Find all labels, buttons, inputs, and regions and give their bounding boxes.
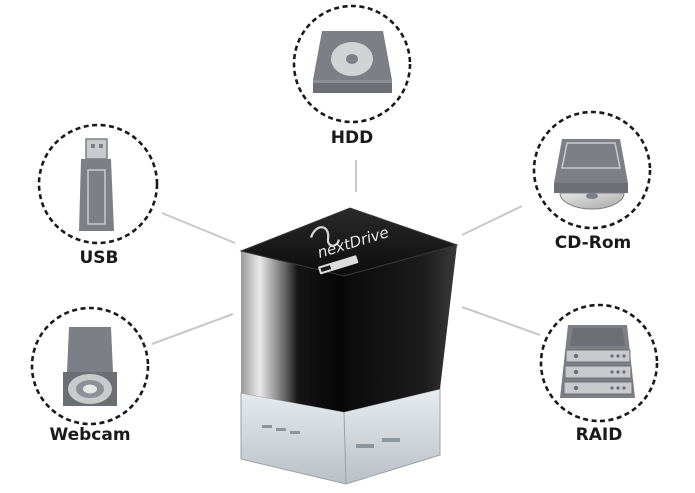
webcam-label: Webcam	[49, 425, 131, 445]
node-webcam	[30, 306, 150, 426]
hdd-label: HDD	[330, 128, 374, 148]
cd-rom-icon	[554, 139, 628, 210]
raid-icon	[560, 325, 635, 398]
connectors	[151, 160, 541, 345]
node-usb	[37, 123, 159, 245]
cdrom-label: CD-Rom	[554, 233, 632, 253]
node-raid	[539, 303, 659, 423]
hdd-icon	[313, 31, 392, 93]
webcam-icon	[63, 327, 117, 406]
device-right-face	[344, 245, 457, 412]
connector-raid	[461, 306, 541, 336]
raid-label: RAID	[575, 425, 623, 445]
connector-cdrom	[461, 205, 523, 236]
node-hdd	[292, 4, 412, 124]
device-left-face	[241, 251, 344, 412]
node-cdrom	[532, 110, 652, 230]
connector-usb	[161, 212, 236, 244]
device-top-face	[239, 207, 459, 277]
nextdrive-device: nextDrive	[239, 207, 459, 485]
connector-webcam	[151, 313, 234, 345]
usb-drive-icon	[79, 138, 114, 231]
usb-label: USB	[79, 248, 119, 268]
